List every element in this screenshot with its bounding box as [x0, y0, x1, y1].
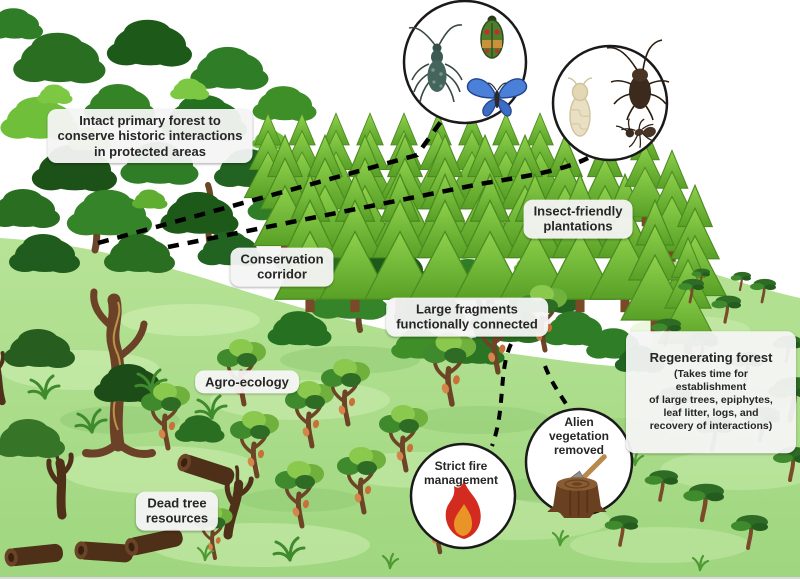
flame-icon [445, 480, 481, 539]
corridor-line-upper [97, 118, 444, 246]
butterfly-icon [466, 78, 528, 117]
regenerating-forest-title: Regenerating forest [649, 350, 773, 366]
label-intact-primary-forest: Intact primary forest to conserve histor… [47, 109, 253, 163]
corridor-dashed-lines [97, 118, 590, 250]
termite-icon [567, 77, 593, 137]
label-strict-fire-management: Strict fire management [423, 458, 499, 487]
insect-circle-beetles [402, 0, 528, 125]
label-alien-vegetation-removed: Alien vegetation removed [548, 414, 610, 458]
jewel-beetle-icon [480, 15, 504, 59]
cockroach-icon [606, 39, 670, 121]
label-large-fragments: Large fragments functionally connected [386, 297, 548, 337]
longhorn-beetle-icon [408, 24, 463, 103]
fire-connector-line [490, 343, 513, 447]
alien-connector-line [543, 365, 572, 412]
stump-circle [524, 407, 634, 518]
stump-axe-icon [547, 454, 607, 518]
dead-wood [0, 288, 306, 568]
regenerating-forest-note: (Takes time for establishment of large t… [649, 367, 773, 433]
label-agro-ecology: Agro-ecology [195, 370, 299, 394]
label-insect-friendly-plantations: Insect-friendly plantations [523, 199, 633, 239]
label-regenerating-forest: Regenerating forest (Takes time for esta… [626, 331, 796, 453]
insect-circle-social-insects [551, 39, 670, 162]
corridor-line-lower [167, 155, 590, 250]
label-conservation-corridor: Conservation corridor [230, 247, 334, 287]
label-dead-tree-resources: Dead tree resources [135, 491, 219, 531]
fire-circle [409, 442, 517, 550]
ant-icon [615, 118, 656, 148]
management-dashed-lines [490, 343, 572, 447]
